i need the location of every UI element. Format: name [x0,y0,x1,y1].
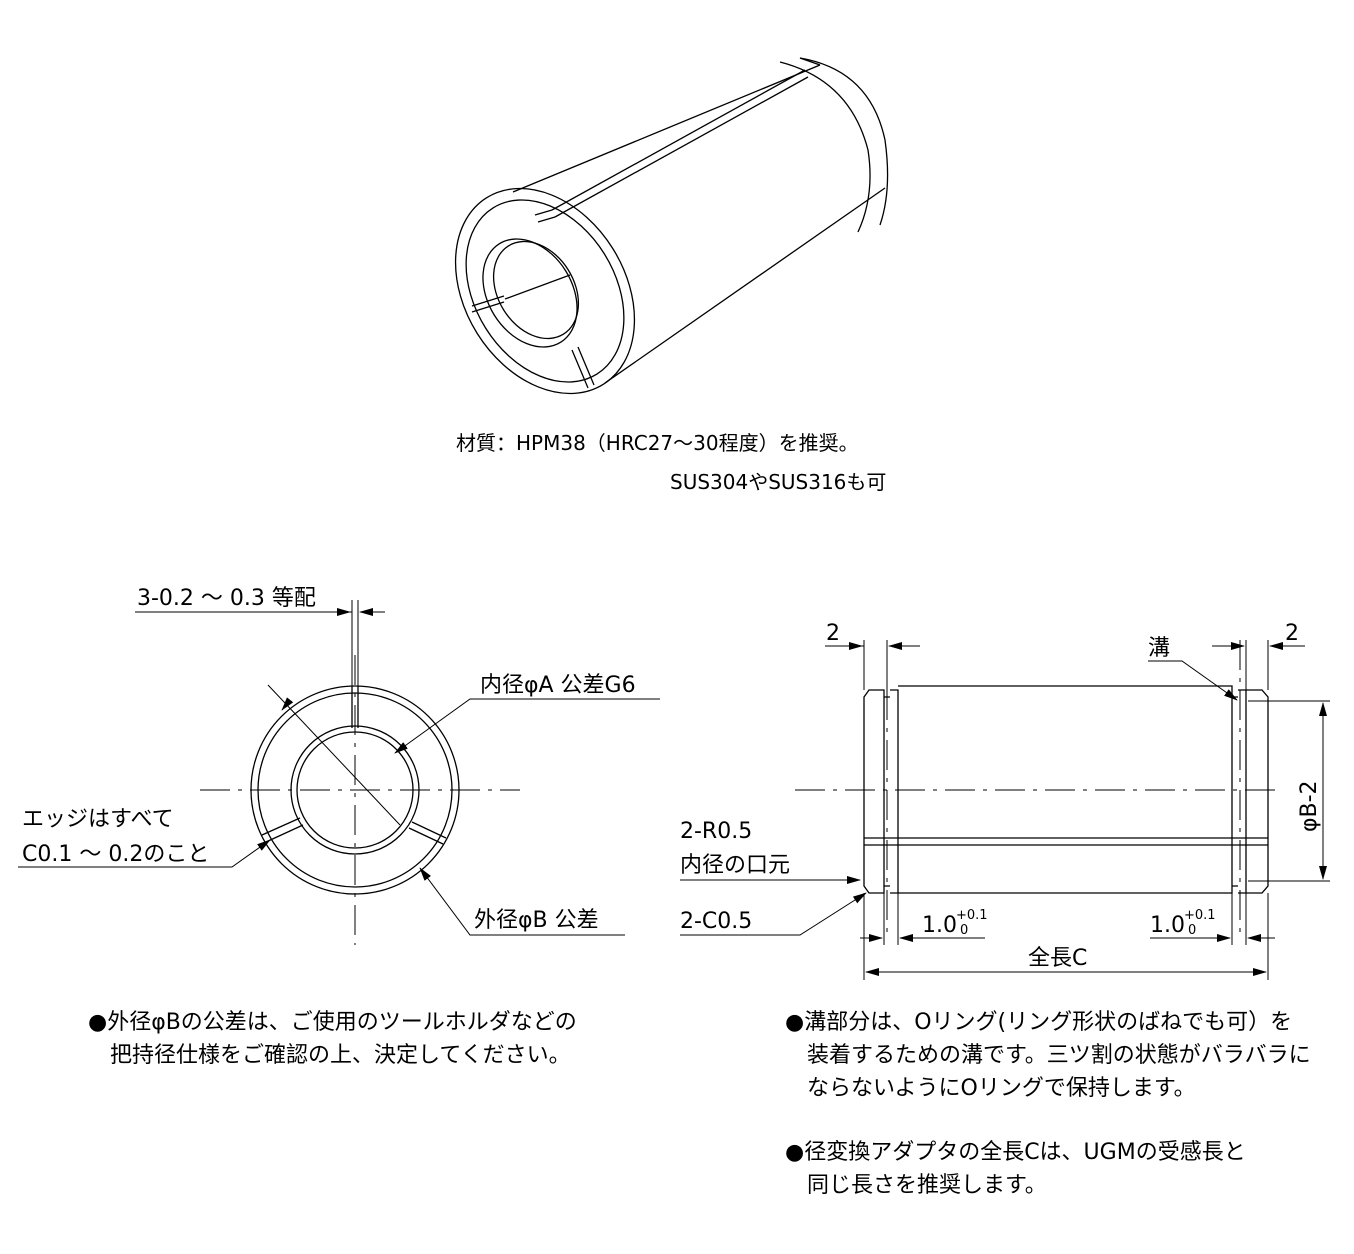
note-length-line1: ●径変換アダプタの全長Cは、UGMの受感長と [785,1140,1246,1165]
tol-lower-right: 0 [1188,923,1196,938]
side-view [680,640,1330,980]
note-groove-line2: 装着するための溝です。三ツ割の状態がバラバラに [807,1043,1311,1068]
note-tolerance: ●外径φBの公差は、ご使用のツールホルダなどの 把持径仕様をご確認の上、決定して… [88,1006,577,1072]
c05-label: 2-C0.5 [680,909,752,934]
note-length: ●径変換アダプタの全長Cは、UGMの受感長と 同じ長さを推奨します。 [785,1136,1246,1202]
front-view [18,600,660,945]
tol-lower-left: 0 [960,923,968,938]
tol-upper-right: +0.1 [1184,908,1216,923]
length-label: 全長C [1028,946,1087,971]
groove-width-left: 1.0 [922,913,957,938]
dim-left-2: 2 [826,621,840,646]
groove-width-right: 1.0 [1150,913,1185,938]
groove-label: 溝 [1148,636,1170,661]
edge-label-1: エッジはすべて [22,807,174,832]
slit-label: 3-0.2 ～ 0.3 等配 [137,586,316,611]
inner-dia-label: 内径φA 公差G6 [480,673,636,698]
material-line1: 材質：HPM38（HRC27～30程度）を推奨。 [456,431,859,455]
note-groove-line1: ●溝部分は、Oリング(リング形状のばねでも可）を [785,1010,1293,1035]
outer-dia-label: 外径φB 公差 [474,908,599,933]
note-tolerance-line2: 把持径仕様をご確認の上、決定してください。 [110,1043,571,1068]
edge-label-2: C0.1 ～ 0.2のこと [22,842,209,867]
dia-b2-label: φB-2 [1297,780,1322,832]
material-line2: SUS304やSUS316も可 [670,470,886,494]
tol-upper-left: +0.1 [956,908,988,923]
note-groove-line3: ならないようにOリングで保持します。 [807,1076,1196,1101]
isometric-sleeve-view [454,57,889,395]
r05-label-2: 内径の口元 [680,853,790,878]
dim-right-2: 2 [1285,621,1299,646]
note-tolerance-line1: ●外径φBの公差は、ご使用のツールホルダなどの [88,1010,577,1035]
r05-label-1: 2-R0.5 [680,819,752,844]
note-groove: ●溝部分は、Oリング(リング形状のばねでも可）を 装着するための溝です。三ツ割の… [785,1006,1311,1105]
note-length-line2: 同じ長さを推奨します。 [807,1173,1047,1198]
